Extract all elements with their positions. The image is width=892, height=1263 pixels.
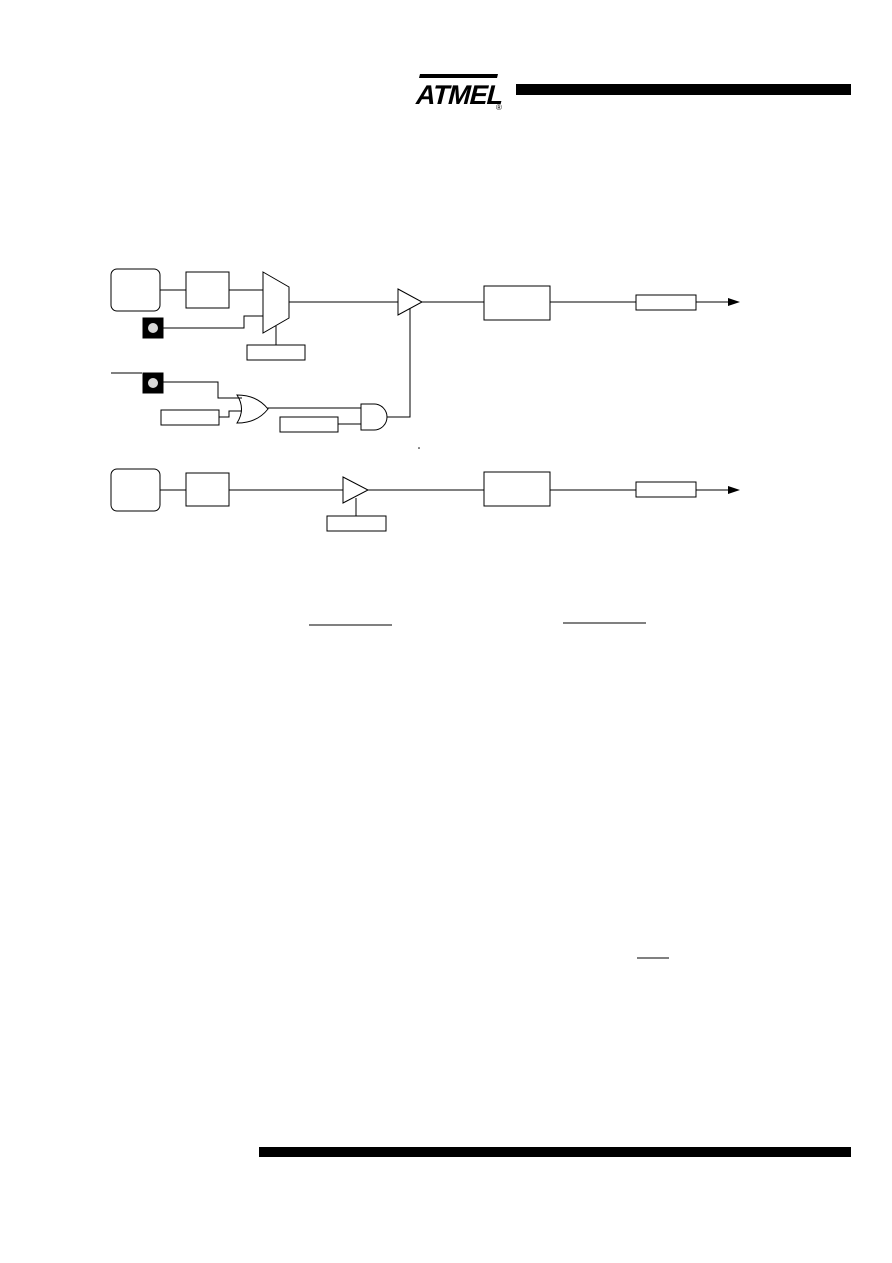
oscillator-block-bottom	[110, 468, 161, 512]
enable-register-1	[160, 409, 220, 426]
wire	[163, 315, 263, 329]
or-gate	[236, 394, 269, 424]
oscillator-block-top	[110, 268, 161, 312]
buffer-bottom	[342, 476, 370, 504]
wire	[219, 410, 242, 418]
wire	[387, 308, 411, 418]
header-rule	[516, 84, 851, 95]
output-stage-block-top	[483, 285, 551, 321]
output-register-bottom	[635, 481, 697, 498]
wire	[163, 381, 242, 399]
arrowhead-top	[728, 298, 740, 306]
prescaler-block-top	[185, 271, 230, 309]
prescaler-block-bottom	[185, 472, 230, 507]
footer-rule	[259, 1147, 851, 1157]
wire	[267, 407, 361, 409]
stray-dot	[418, 447, 420, 449]
buffer-enable-register	[326, 515, 387, 532]
registered-mark: ®	[496, 103, 502, 112]
output-stage-block-bottom	[483, 471, 551, 507]
and-gate	[360, 403, 388, 431]
mux-select-register	[246, 344, 306, 361]
logo-wordmark: ATMEL	[413, 79, 507, 110]
arrowhead-bottom	[728, 486, 740, 494]
atmel-logo: ATMEL ®	[408, 66, 508, 112]
output-register-top	[635, 294, 697, 311]
pad-dot-2	[148, 378, 158, 388]
enable-register-2	[279, 416, 339, 433]
multiplexer	[262, 271, 290, 334]
pad-dot-1	[148, 323, 158, 333]
